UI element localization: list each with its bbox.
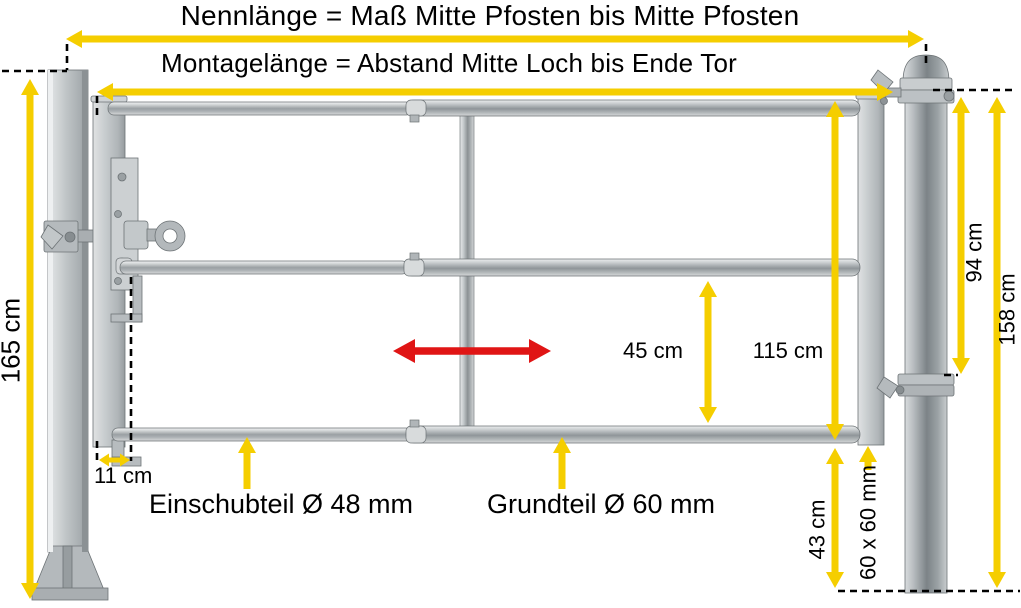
insert-offset-arrow-head	[99, 453, 109, 467]
title-nominal-length: Nennlänge = Maß Mitte Pfosten bis Mitte …	[180, 0, 800, 31]
insert-part-pointer-head	[238, 437, 256, 453]
left-post	[31, 69, 109, 601]
right-post	[870, 54, 955, 594]
dim-label-ground-clearance: 43 cm	[804, 499, 830, 560]
nominal-length-arrow	[66, 30, 924, 48]
dim-label-hole-to-clamp: 94 cm	[961, 222, 987, 283]
slide-direction-arrow-head	[529, 339, 551, 363]
dim-label-end-tube-profile: 60 x 60 mm	[855, 465, 881, 581]
hole-to-clamp-arrow	[952, 97, 970, 374]
gate-frame-height-arrow	[826, 101, 844, 440]
insert-offset-arrow	[99, 453, 130, 467]
insert-offset-arrow-head	[120, 453, 130, 467]
lower-rail-gap-arrow-head	[699, 407, 717, 423]
base-part-pointer	[553, 437, 571, 489]
mounting-length-arrow	[97, 83, 893, 101]
end-tube-profile-pointer	[859, 446, 877, 470]
right-post-height-arrow	[988, 97, 1006, 588]
hole-to-clamp-arrow-head	[952, 97, 970, 113]
slide-direction-arrow	[393, 339, 551, 363]
ground-clearance-arrow-head	[826, 572, 844, 588]
title-mounting-length: Montagelänge = Abstand Mitte Loch bis En…	[160, 48, 738, 78]
right-post-height-arrow-head	[988, 572, 1006, 588]
end-tube-profile-pointer-head	[859, 446, 877, 462]
nominal-length-arrow-head	[66, 30, 82, 48]
dim-label-left-post-height: 165 cm	[0, 298, 26, 384]
part-label-insert: Einschubteil Ø 48 mm	[148, 489, 414, 519]
mounting-length-arrow-head	[877, 83, 893, 101]
base-part-pointer-head	[553, 437, 571, 453]
lower-rail-gap-arrow-head	[699, 281, 717, 297]
right-post-height-arrow-head	[988, 97, 1006, 113]
gate-rails	[107, 99, 861, 444]
ground-clearance-arrow	[826, 448, 844, 588]
eye-bolt-ring	[154, 220, 186, 252]
upper-clamp	[870, 69, 955, 105]
ground-clearance-arrow-head	[826, 448, 844, 464]
slide-direction-arrow-head	[393, 339, 415, 363]
left-post-height-arrow-head	[21, 79, 39, 95]
mounting-length-arrow-head	[97, 83, 113, 101]
gate-frame-height-arrow-head	[826, 424, 844, 440]
dim-label-insert-offset: 11 cm	[94, 463, 153, 488]
left-post-height-arrow	[21, 79, 39, 599]
left-post-height-arrow-head	[21, 583, 39, 599]
lower-clamp	[876, 373, 955, 399]
hole-to-clamp-arrow-head	[952, 358, 970, 374]
dim-label-gate-frame-height: 115 cm	[752, 338, 824, 363]
nominal-length-arrow-head	[908, 30, 924, 48]
part-label-base: Grundteil Ø 60 mm	[486, 489, 716, 519]
lower-rail-gap-arrow	[699, 281, 717, 423]
insert-part-pointer	[238, 437, 256, 489]
dim-label-lower-rail-gap: 45 cm	[623, 338, 683, 363]
dim-label-right-post-height: 158 cm	[994, 273, 1020, 346]
gate-frame-height-arrow-head	[826, 101, 844, 117]
